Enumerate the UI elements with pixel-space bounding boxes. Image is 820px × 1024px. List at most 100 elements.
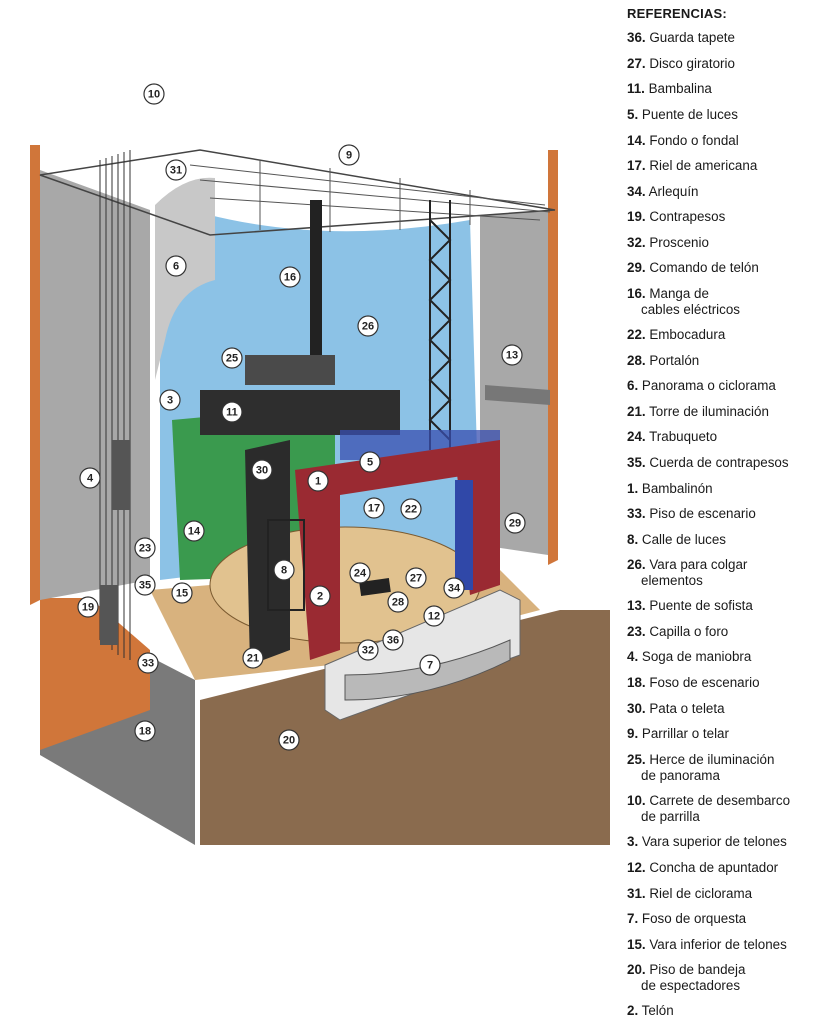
legend-item-label: Embocadura (645, 327, 726, 342)
legend-item: 27. Disco giratorio (627, 56, 735, 72)
legend-item-label: Vara inferior de telones (645, 937, 787, 952)
callout-19: 19 (77, 596, 99, 618)
legend-item-number: 34. (627, 184, 646, 199)
legend-item-number: 27. (627, 56, 646, 71)
callout-11: 11 (221, 401, 243, 423)
legend-item-label: de parrilla (641, 809, 700, 824)
legend-item-number: 24. (627, 429, 646, 444)
legend-item-number: 23. (627, 624, 646, 639)
legend-item-label: Carrete de desembarco (645, 793, 791, 808)
legend-item: 13. Puente de sofista (627, 598, 753, 614)
callout-label: 25 (226, 353, 238, 365)
legend-item: 30. Pata o teleta (627, 701, 725, 717)
legend-item-label: Trabuqueto (645, 429, 718, 444)
legend-item-number: 14. (627, 133, 646, 148)
callout-circle (251, 459, 273, 481)
legend-item-label: Bambalinón (638, 481, 713, 496)
legend-item-label: Fondo o fondal (645, 133, 739, 148)
callout-34: 34 (443, 577, 465, 599)
legend-item-number: 13. (627, 598, 646, 613)
trap-door (359, 577, 391, 597)
callout-15: 15 (171, 582, 193, 604)
legend-item: 2. Telón (627, 1003, 674, 1019)
legend-item: 24. Trabuqueto (627, 429, 717, 445)
legend-item: 34. Arlequín (627, 184, 698, 200)
callout-label: 35 (139, 580, 151, 592)
legend-item: 12. Concha de apuntador (627, 860, 778, 876)
legend-item-label: Riel de ciclorama (645, 886, 753, 901)
callout-label: 9 (346, 150, 352, 162)
legend-item-label: Vara superior de telones (638, 834, 787, 849)
callout-3: 3 (159, 389, 181, 411)
callout-23: 23 (134, 537, 156, 559)
callout-circle (159, 389, 181, 411)
callout-circle (242, 647, 264, 669)
proscenium-left-pillar (295, 465, 340, 660)
callout-circle (273, 559, 295, 581)
legend-item: 32. Proscenio (627, 235, 709, 251)
legend-item-label: Parrillar o telar (638, 726, 729, 741)
callout-12: 12 (423, 605, 445, 627)
blue-leg (455, 480, 473, 590)
legend-item-label: Piso de bandeja (645, 962, 746, 977)
legend-item: 29. Comando de telón (627, 260, 759, 276)
legend-item-number: 20. (627, 962, 646, 977)
callout-32: 32 (357, 639, 379, 661)
callout-label: 17 (368, 503, 380, 515)
legend-item: 9. Parrillar o telar (627, 726, 729, 742)
legend-item-label: Riel de americana (645, 158, 758, 173)
callout-20: 20 (278, 729, 300, 751)
legend-item-number: 10. (627, 793, 646, 808)
legend-item-label: Calle de luces (638, 532, 727, 547)
callout-circle (382, 629, 404, 651)
callout-circle (309, 585, 331, 607)
legend-item-label: Concha de apuntador (645, 860, 779, 875)
callout-label: 13 (506, 350, 518, 362)
legend-item-number: 11. (627, 81, 645, 96)
legend-item: 11. Bambalina (627, 81, 712, 97)
callout-circle (357, 639, 379, 661)
fly-gallery (485, 385, 550, 405)
legend-item-number: 18. (627, 675, 646, 690)
legend-item: 28. Portalón (627, 353, 699, 369)
callout-label: 26 (362, 321, 374, 333)
callout-label: 18 (139, 726, 151, 738)
legend-item: 18. Foso de escenario (627, 675, 760, 691)
legend-item-label: Portalón (645, 353, 700, 368)
legend-item-label: elementos (641, 573, 703, 588)
legend-item: 23. Capilla o foro (627, 624, 728, 640)
legend-item-number: 19. (627, 209, 646, 224)
callout-circle (137, 652, 159, 674)
callout-5: 5 (359, 451, 381, 473)
callout-14: 14 (183, 520, 205, 542)
legend-item: 22. Embocadura (627, 327, 725, 343)
callout-label: 11 (226, 407, 238, 419)
callout-label: 33 (142, 658, 154, 670)
legend-item-number: 7. (627, 911, 639, 926)
legend-item-label: Herce de iluminación (645, 752, 775, 767)
callout-circle (307, 470, 329, 492)
legend-item-label: Disco giratorio (645, 56, 735, 71)
legend-item: 36. Guarda tapete (627, 30, 735, 46)
legend-item-label: Manga de (645, 286, 709, 301)
legend-item-number: 31. (627, 886, 646, 901)
legend-item-number: 12. (627, 860, 646, 875)
legend-item-number: 17. (627, 158, 646, 173)
callout-circle (400, 498, 422, 520)
legend-item-number: 35. (627, 455, 646, 470)
callout-35: 35 (134, 574, 156, 596)
callout-label: 29 (509, 518, 521, 530)
callout-26: 26 (357, 315, 379, 337)
callout-label: 14 (188, 526, 201, 538)
legend-item-label: Pata o teleta (645, 701, 725, 716)
callout-circle (165, 255, 187, 277)
callout-circle (279, 266, 301, 288)
legend-item-number: 4. (627, 649, 639, 664)
legend-item: 4. Soga de maniobra (627, 649, 751, 665)
callout-circle (338, 144, 360, 166)
callout-13: 13 (501, 344, 523, 366)
legend-item-label: cables eléctricos (641, 302, 740, 317)
